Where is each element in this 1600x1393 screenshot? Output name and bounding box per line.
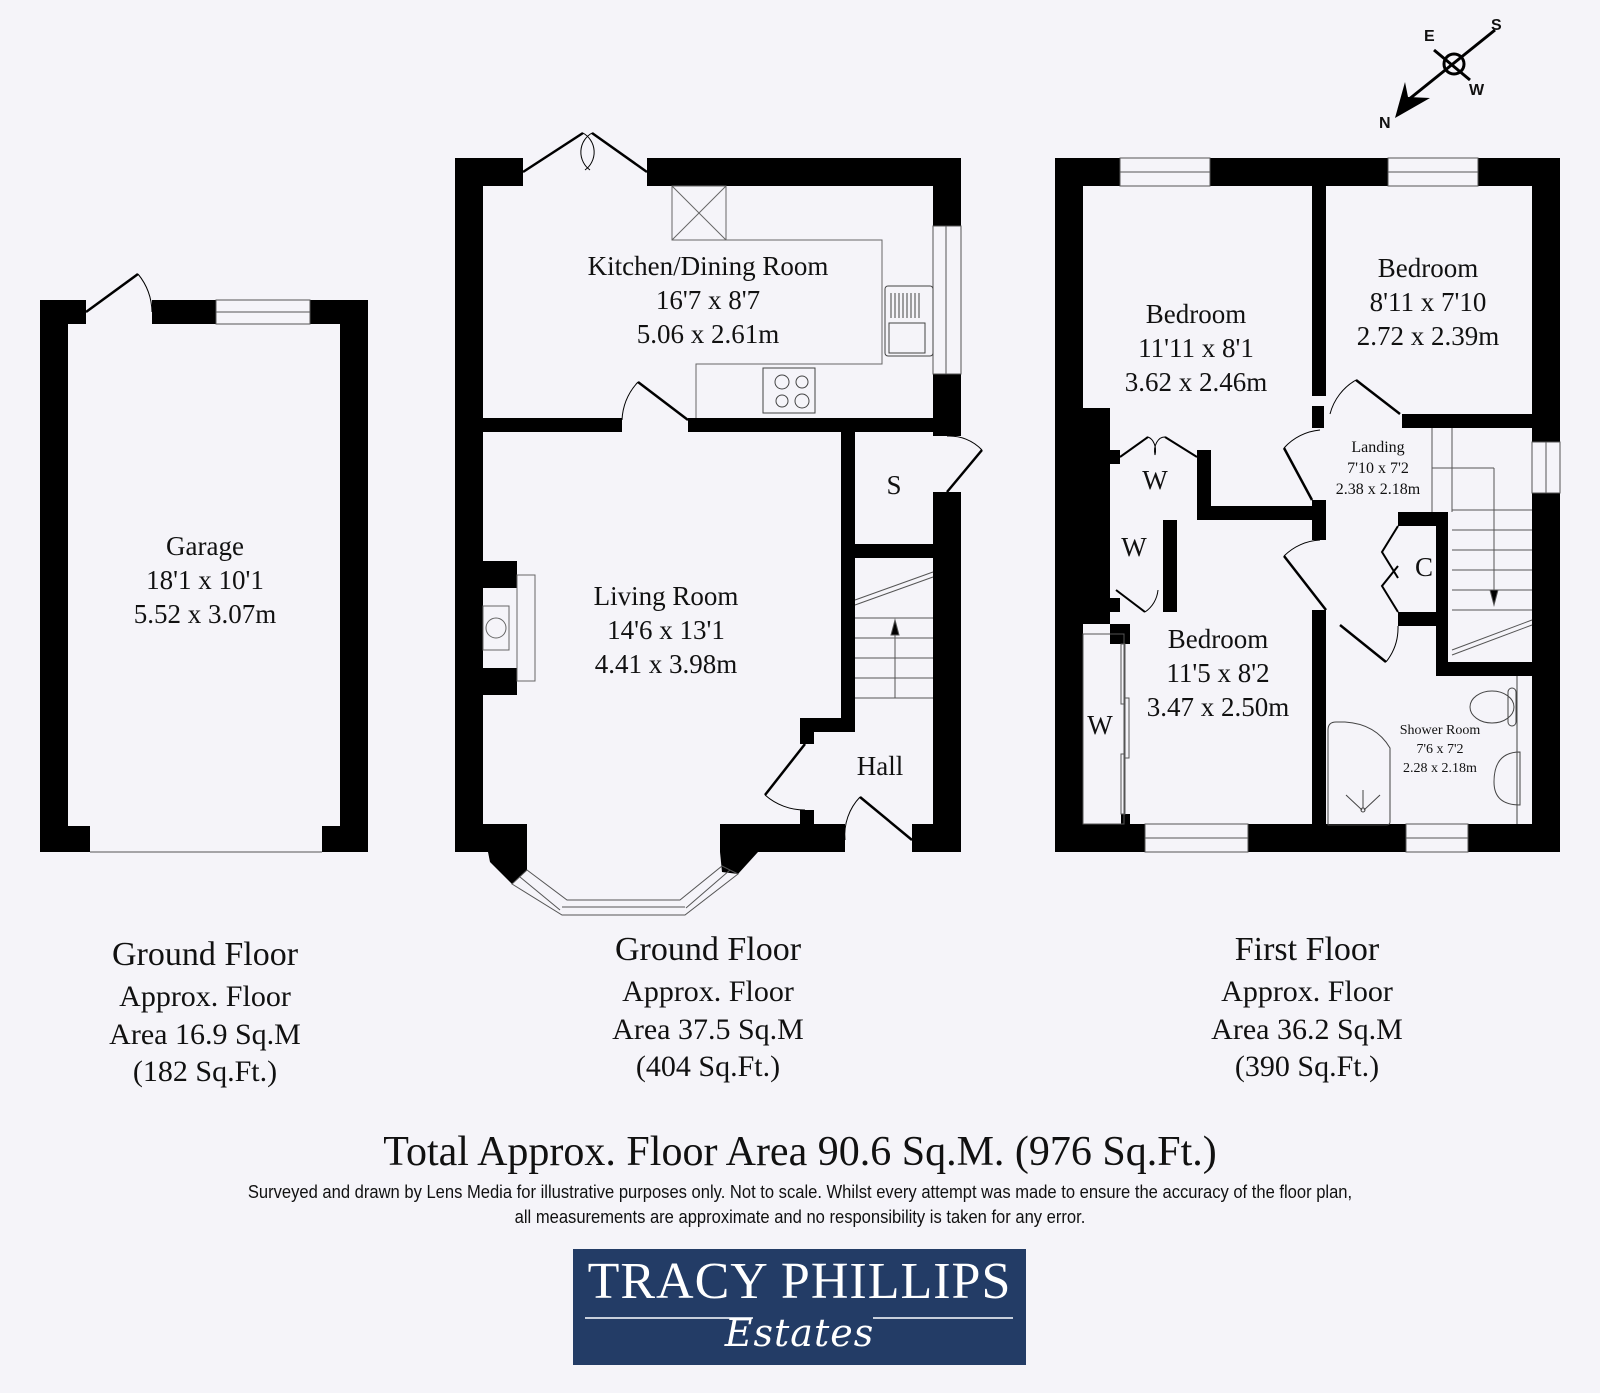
stairs-up bbox=[854, 571, 934, 699]
caption-line: Area 16.9 Sq.M bbox=[109, 1017, 301, 1051]
room-metric: 5.52 x 3.07m bbox=[133, 598, 277, 629]
room-label-kitchen: Kitchen/Dining Room 16'7 x 8'7 5.06 x 2.… bbox=[588, 250, 829, 351]
storage-label: S bbox=[886, 470, 902, 500]
caption-garage-floor: Ground Floor Approx. Floor Area 16.9 Sq.… bbox=[109, 935, 301, 1091]
garage-window bbox=[215, 299, 311, 325]
caption-line: (390 Sq.Ft.) bbox=[1234, 1050, 1380, 1084]
caption-title: Ground Floor bbox=[614, 931, 802, 968]
caption-first-floor: First Floor Approx. Floor Area 36.2 Sq.M… bbox=[1211, 930, 1403, 1086]
logo-rule-left bbox=[585, 1317, 753, 1319]
wardrobe-label-3: W bbox=[1087, 710, 1113, 740]
room-metric: 4.41 x 3.98m bbox=[594, 648, 738, 679]
room-imperial: 16'7 x 8'7 bbox=[655, 284, 761, 315]
room-metric: 5.06 x 2.61m bbox=[636, 318, 780, 349]
logo-sub: Estates bbox=[724, 1311, 875, 1355]
room-imperial: 14'6 x 13'1 bbox=[607, 614, 725, 645]
first-floor-plan bbox=[1055, 158, 1560, 852]
room-name: Shower Room bbox=[1399, 723, 1481, 738]
caption-title: Ground Floor bbox=[111, 936, 299, 973]
caption-line: (182 Sq.Ft.) bbox=[132, 1055, 278, 1089]
disclaimer-line-1: Surveyed and drawn by Lens Media for ill… bbox=[247, 1182, 1353, 1202]
first-floor-windows bbox=[1119, 157, 1561, 853]
caption-line: Approx. Floor bbox=[622, 975, 794, 1009]
first-floor-doors bbox=[1115, 379, 1401, 663]
fireplace-icon bbox=[482, 574, 536, 682]
disclaimer-line-2: all measurements are approximate and no … bbox=[514, 1207, 1086, 1228]
room-label-bedroom-3: Bedroom 11'5 x 8'2 3.47 x 2.50m bbox=[1147, 623, 1290, 724]
room-label-shower: Shower Room 7'6 x 7'2 2.28 x 2.18m bbox=[1400, 722, 1481, 779]
caption-title: First Floor bbox=[1234, 931, 1380, 968]
room-imperial: 7'6 x 7'2 bbox=[1416, 741, 1464, 757]
room-name: Landing bbox=[1351, 439, 1405, 456]
room-imperial: 11'5 x 8'2 bbox=[1166, 657, 1270, 688]
room-label-bedroom-1: Bedroom 11'11 x 8'1 3.62 x 2.46m bbox=[1125, 298, 1268, 399]
compass-west-label: W bbox=[1469, 82, 1485, 99]
ground-doors bbox=[522, 131, 983, 841]
caption-line: (404 Sq.Ft.) bbox=[635, 1050, 781, 1084]
caption-line: Approx. Floor bbox=[119, 980, 291, 1014]
room-metric: 2.38 x 2.18m bbox=[1335, 480, 1421, 498]
room-metric: 3.47 x 2.50m bbox=[1146, 691, 1290, 722]
kitchen-window bbox=[932, 225, 962, 375]
room-name: Kitchen/Dining Room bbox=[587, 251, 829, 281]
room-metric: 3.62 x 2.46m bbox=[1124, 366, 1268, 397]
room-imperial: 11'11 x 8'1 bbox=[1138, 332, 1254, 363]
room-imperial: 8'11 x 7'10 bbox=[1369, 286, 1487, 317]
caption-line: Area 36.2 Sq.M bbox=[1211, 1012, 1403, 1046]
compass-icon bbox=[1395, 28, 1496, 118]
garage-plan bbox=[40, 300, 368, 852]
room-metric: 2.28 x 2.18m bbox=[1403, 760, 1477, 776]
garage-door-icon bbox=[85, 272, 153, 314]
room-name: Bedroom bbox=[1167, 624, 1269, 654]
cupboard-label: C bbox=[1414, 552, 1434, 582]
room-name: Garage bbox=[166, 531, 244, 561]
kitchen-units bbox=[671, 185, 883, 418]
caption-ground-floor: Ground Floor Approx. Floor Area 37.5 Sq.… bbox=[612, 930, 804, 1086]
bay-window bbox=[511, 865, 739, 916]
hob-icon bbox=[762, 367, 816, 414]
logo-name: TRACY PHILLIPS bbox=[587, 1253, 1012, 1310]
sink-icon bbox=[884, 285, 934, 357]
room-label-hall: Hall bbox=[857, 750, 904, 784]
logo-rule-right bbox=[873, 1317, 1013, 1319]
disclaimer: Surveyed and drawn by Lens Media for ill… bbox=[64, 1180, 1536, 1230]
room-label-living: Living Room 14'6 x 13'1 4.41 x 3.98m bbox=[594, 580, 739, 681]
stairs-down bbox=[1431, 428, 1533, 656]
compass-north-label: N bbox=[1379, 115, 1391, 132]
room-name: Bedroom bbox=[1377, 253, 1479, 283]
room-metric: 2.72 x 2.39m bbox=[1356, 320, 1500, 351]
ground-floor-plan bbox=[455, 158, 961, 884]
room-label-bedroom-2: Bedroom 8'11 x 7'10 2.72 x 2.39m bbox=[1357, 252, 1500, 353]
wardrobe-label-1: W bbox=[1142, 465, 1168, 495]
caption-line: Approx. Floor bbox=[1221, 975, 1393, 1009]
room-name: Bedroom bbox=[1145, 299, 1247, 329]
shower-fittings bbox=[1327, 676, 1521, 826]
room-label-garage: Garage 18'1 x 10'1 5.52 x 3.07m bbox=[134, 530, 277, 631]
room-imperial: 18'1 x 10'1 bbox=[146, 564, 264, 595]
agent-logo: TRACY PHILLIPS Estates bbox=[573, 1249, 1026, 1365]
room-label-landing: Landing 7'10 x 7'2 2.38 x 2.18m bbox=[1336, 438, 1420, 500]
wardrobe-label-2: W bbox=[1121, 532, 1147, 562]
total-floor-area: Total Approx. Floor Area 90.6 Sq.M. (976… bbox=[383, 1129, 1217, 1175]
compass-east-label: E bbox=[1424, 28, 1435, 45]
compass-south-label: S bbox=[1491, 17, 1502, 34]
caption-line: Area 37.5 Sq.M bbox=[612, 1012, 804, 1046]
sliding-wardrobe bbox=[1082, 633, 1130, 825]
room-name: Hall bbox=[856, 751, 904, 781]
room-imperial: 7'10 x 7'2 bbox=[1347, 459, 1409, 477]
room-name: Living Room bbox=[593, 581, 739, 611]
